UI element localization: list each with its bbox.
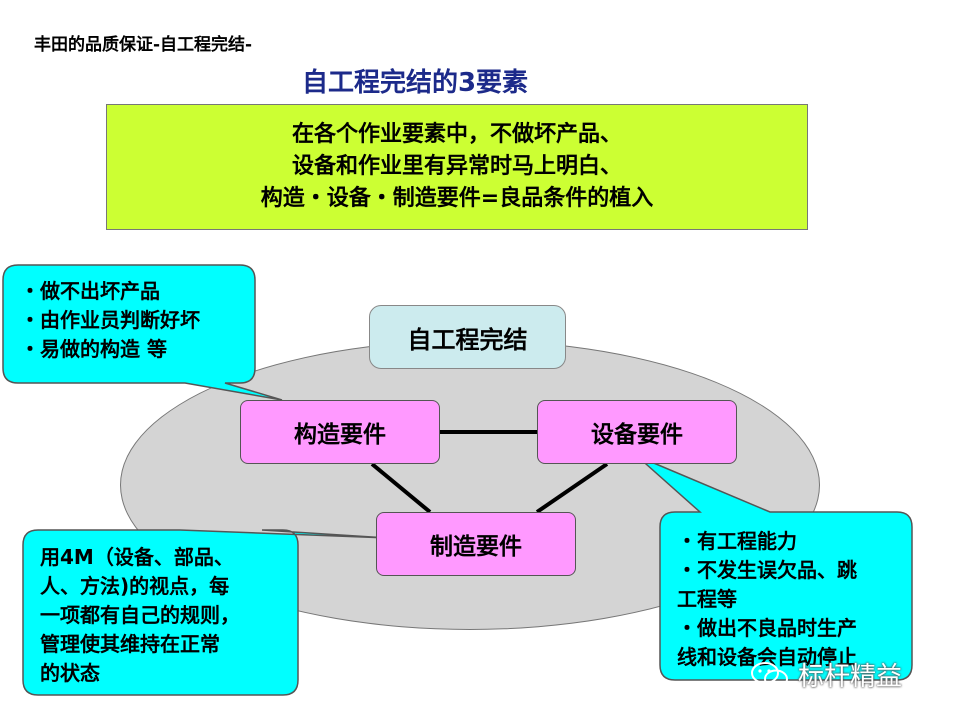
callout-structure: ・做不出坏产品 ・由作业员判断好坏 ・易做的构造 等: [20, 277, 200, 364]
callout-equipment-bubble: [636, 455, 913, 681]
definition-line: 构造・设备・制造要件=良品条件的植入: [260, 186, 654, 211]
callout-line: ・有工程能力: [677, 529, 797, 553]
node-equipment: 设备要件: [537, 400, 737, 464]
page-header: 丰田的品质保证-自工程完结-: [34, 35, 253, 55]
connector-equipment-manufacturing: [535, 462, 609, 514]
callout-line: 人、方法)的视点，每: [40, 574, 230, 598]
definition-line: 在各个作业要素中，不做坏产品、: [291, 122, 622, 147]
node-manufacturing: 制造要件: [376, 512, 576, 576]
callout-line: ・做不出坏产品: [20, 279, 160, 303]
callout-line: ・不发生误欠品、跳: [677, 558, 857, 582]
page-title: 自工程完结的3要素: [301, 68, 529, 98]
connector-structure-manufacturing: [370, 462, 432, 514]
wechat-icon: [751, 661, 788, 688]
watermark: 标杆精益: [750, 656, 902, 693]
callout-line: 线和设备会自动停止: [677, 645, 857, 669]
callout-structure-bubble: [2, 264, 283, 401]
callout-manufacturing-bubble: [22, 529, 389, 696]
callout-line: ・做出不良品时生产: [677, 616, 857, 640]
definition-line: 设备和作业里有异常时马上明白、: [291, 154, 622, 179]
watermark-text: 标杆精益: [798, 662, 903, 692]
callout-line: 一项都有自己的规则，: [40, 603, 240, 627]
definition-box: 在各个作业要素中，不做坏产品、 设备和作业里有异常时马上明白、 构造・设备・制造…: [106, 104, 808, 230]
callout-line: 用4M（设备、部品、: [40, 545, 234, 569]
callout-line: 的状态: [40, 661, 100, 685]
callout-line: ・由作业员判断好坏: [20, 308, 200, 332]
callout-equipment: ・有工程能力 ・不发生误欠品、跳 工程等 ・做出不良品时生产 线和设备会自动停止: [677, 527, 857, 672]
node-structure: 构造要件: [240, 400, 440, 464]
callout-line: 工程等: [677, 587, 737, 611]
callout-manufacturing: 用4M（设备、部品、 人、方法)的视点，每 一项都有自己的规则， 管理使其维持在…: [40, 543, 240, 688]
callout-line: 管理使其维持在正常: [40, 632, 220, 656]
callout-line: ・易做的构造 等: [20, 337, 167, 361]
center-label: 自工程完结: [369, 305, 566, 369]
